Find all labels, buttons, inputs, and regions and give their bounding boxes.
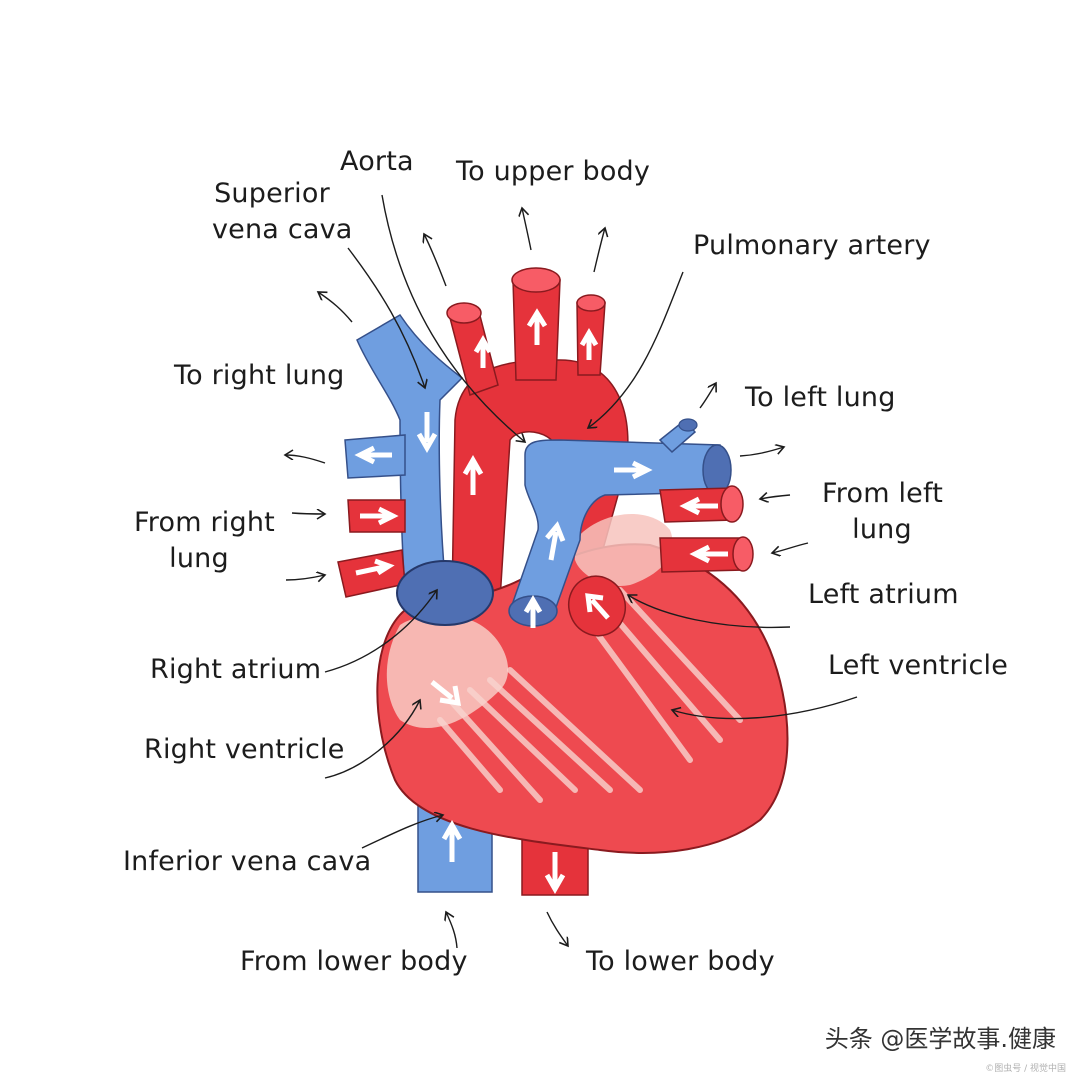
label-right-atrium: Right atrium [150, 654, 322, 685]
upflow-arrow-3 [579, 328, 599, 360]
leader-left-ventricle [672, 696, 858, 720]
flow-to-upper-body-left [424, 234, 447, 287]
leader-right-ventricle [324, 700, 420, 779]
label-inferior-vena-cava: Inferior vena cava [123, 846, 372, 877]
label-pulmonary-artery: Pulmonary artery [693, 230, 931, 261]
from-right-lung-flow-arrow-1 [360, 506, 399, 526]
left-atrium-highlight [575, 513, 673, 586]
label-to-right-lung: To right lung [174, 360, 345, 391]
pulmonary-base-arrow [523, 595, 543, 628]
left-pulmonary-vein-upper-opening [720, 485, 744, 523]
flow-svc-top [318, 292, 353, 323]
flow-to-upper-body-center [522, 208, 532, 251]
flow-from-left-lung-1 [760, 495, 791, 499]
label-from-left-lung-line1: From left [822, 478, 944, 509]
svc-downflow-arrow [416, 412, 438, 454]
from-right-lung-flow-arrow-2 [355, 558, 395, 576]
label-left-ventricle: Left ventricle [828, 650, 1009, 681]
aortic-branch-left-opening [446, 302, 482, 324]
left-pulmonary-vein-lower-opening [732, 536, 754, 572]
label-from-right-lung-line1: From right [134, 507, 275, 538]
flow-to-left-lung-upper [699, 383, 716, 409]
label-superior-vena-cava: Superior vena cava [212, 176, 353, 248]
leader-right-atrium [324, 590, 437, 673]
label-superior-vena-cava-line1: Superior [214, 178, 330, 209]
watermark: 头条 @医学故事.健康 [824, 1025, 1056, 1053]
leader-inferior-vena-cava [361, 815, 443, 849]
to-right-lung-flow-arrow [354, 445, 392, 465]
pulmonary-trunk [510, 439, 723, 611]
label-from-right-lung-line2: lung [169, 543, 229, 574]
label-aorta: Aorta [340, 146, 414, 177]
aortic-valve-flow-arrow [585, 593, 610, 620]
from-left-lung-flow-arrow-2 [689, 544, 728, 564]
label-from-left-lung: From left lung [822, 476, 944, 548]
leader-aorta [381, 194, 525, 442]
pulmonary-upflow-arrow [545, 521, 566, 561]
ventricle-flow-arrow [430, 680, 462, 707]
flow-to-upper-body-right [593, 228, 605, 273]
upflow-arrow-2 [526, 308, 548, 345]
flow-to-left-lung [739, 447, 784, 457]
label-left-atrium: Left atrium [808, 579, 959, 610]
leader-superior-vena-cava [347, 247, 425, 388]
aortic-branch-center-opening [511, 267, 561, 293]
right-pulmonary-vein-lower [337, 549, 406, 598]
leader-pulmonary-artery [588, 271, 684, 428]
pulmonary-outflow-arrow [614, 460, 653, 480]
right-atrium-opening [396, 560, 494, 626]
leader-lines [324, 194, 858, 849]
aorta-downflow-arrow [544, 852, 566, 895]
label-from-left-lung-line2: lung [852, 514, 912, 545]
flow-indicators [285, 208, 809, 949]
flow-from-right-lung-1 [291, 513, 325, 514]
flow-to-lower-body [546, 911, 568, 946]
label-superior-vena-cava-line2: vena cava [212, 214, 353, 245]
label-to-left-lung: To left lung [745, 382, 896, 413]
leader-left-atrium [628, 595, 791, 629]
flow-from-left-lung-2 [772, 542, 809, 553]
from-left-lung-flow-arrow-1 [679, 496, 718, 516]
aortic-branch-right-opening [576, 294, 606, 312]
label-from-lower-body: From lower body [240, 946, 468, 977]
flow-to-right-lung [285, 455, 326, 464]
label-to-lower-body: To lower body [586, 946, 775, 977]
aorta-upflow-arrow [462, 454, 484, 495]
left-pulmonary-artery-upper-opening [678, 418, 698, 432]
flow-from-right-lung-2 [285, 575, 325, 580]
flow-from-lower-body [446, 912, 458, 949]
label-to-upper-body: To upper body [456, 156, 651, 187]
upflow-arrow-1 [473, 335, 493, 368]
ivc-upflow-arrow [441, 819, 463, 862]
label-right-ventricle: Right ventricle [144, 734, 345, 765]
label-from-right-lung: From right lung [134, 505, 275, 577]
watermark-credit: ©图虫号 / 视觉中国 [985, 1064, 1066, 1074]
